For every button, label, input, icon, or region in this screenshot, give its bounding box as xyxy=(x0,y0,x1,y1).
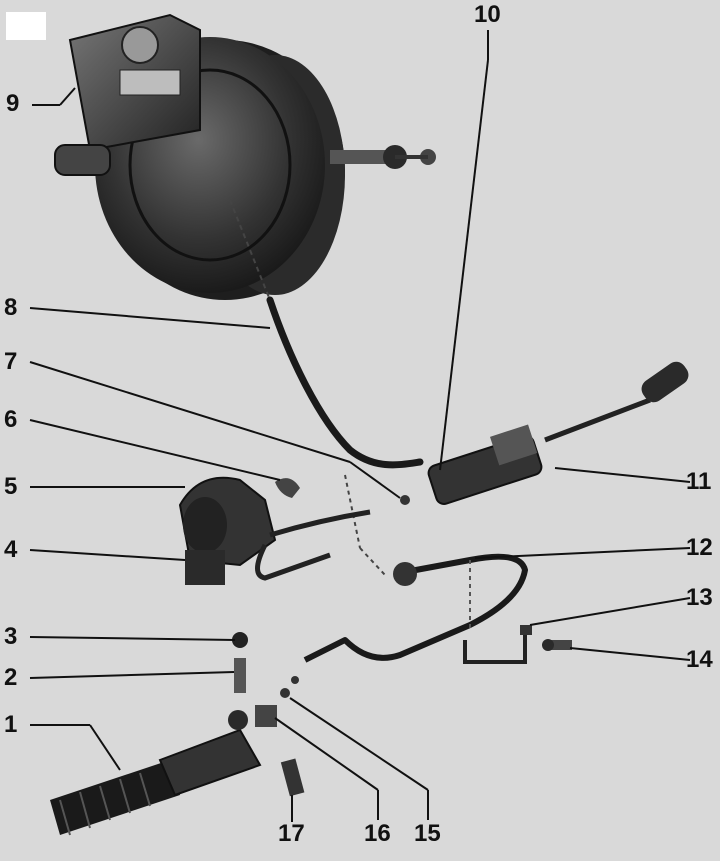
callout-2: 2 xyxy=(4,664,18,691)
seal-15 xyxy=(280,688,290,698)
callout-8: 8 xyxy=(4,294,18,321)
callout-14: 14 xyxy=(686,646,713,673)
callout-16: 16 xyxy=(364,820,391,847)
leader-lines xyxy=(29,30,691,822)
bolt-17 xyxy=(280,758,305,797)
clutch-master-cylinder xyxy=(427,361,689,505)
callout-10: 10 xyxy=(474,1,501,28)
callout-9: 9 xyxy=(6,90,20,117)
guide-dash-2 xyxy=(359,547,386,576)
fluid-hose xyxy=(266,296,424,469)
slave-cylinder xyxy=(50,705,277,836)
pipe-bracket xyxy=(463,630,527,664)
seal-15b xyxy=(291,676,299,684)
clip xyxy=(275,478,300,498)
callout-11: 11 xyxy=(686,468,712,495)
callout-17: 17 xyxy=(278,820,305,847)
callout-7: 7 xyxy=(4,348,18,375)
callout-15: 15 xyxy=(414,820,441,847)
callout-13: 13 xyxy=(686,584,713,611)
callout-3: 3 xyxy=(4,623,18,650)
seal-ring xyxy=(400,495,410,505)
callout-1: 1 xyxy=(4,711,18,738)
callout-6: 6 xyxy=(4,406,18,433)
callout-5: 5 xyxy=(4,473,18,500)
white-corner-patch xyxy=(6,12,46,40)
brake-booster xyxy=(54,13,436,300)
callout-4: 4 xyxy=(4,536,18,563)
cap-3 xyxy=(232,632,248,648)
pipe-union xyxy=(393,562,417,586)
bolt-14 xyxy=(542,639,572,651)
reservoir-assembly xyxy=(178,476,371,585)
callout-12: 12 xyxy=(686,534,713,561)
bleed-valve-2 xyxy=(234,658,246,693)
